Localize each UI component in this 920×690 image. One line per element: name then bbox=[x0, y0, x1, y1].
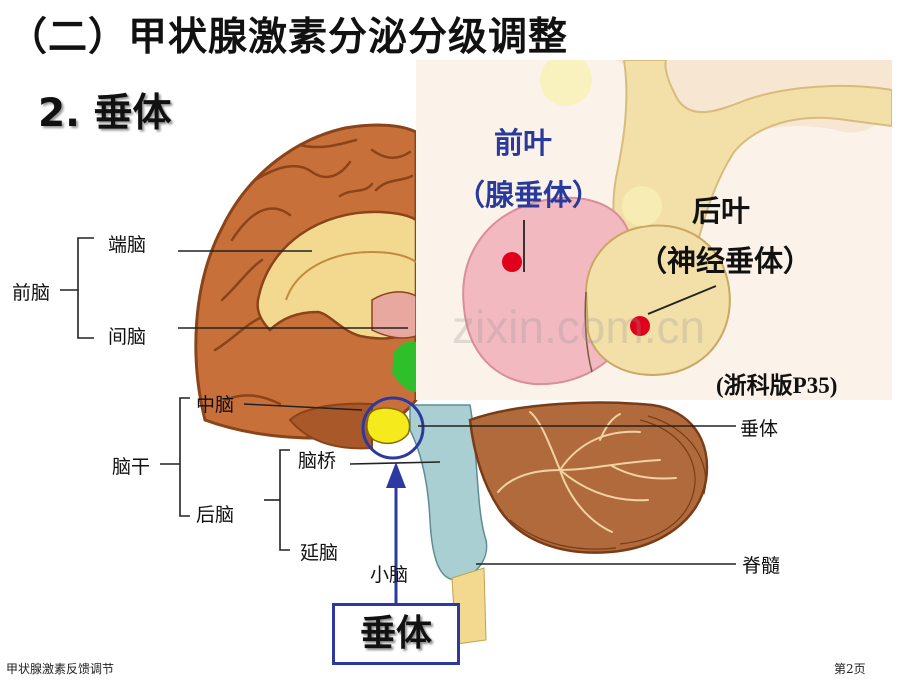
cerebellar-folia bbox=[497, 411, 677, 533]
label-pons: 脑桥 bbox=[298, 450, 337, 472]
label-hindbrain: 后脑 bbox=[196, 504, 235, 526]
anterior-lobe-label: 前叶 bbox=[494, 126, 553, 160]
brainstem-bracket bbox=[160, 397, 190, 517]
leader-lines bbox=[178, 250, 736, 565]
slide-subtitle: 2. 垂体 bbox=[38, 91, 172, 136]
pituitary-callout-box: 垂体 bbox=[332, 603, 460, 665]
hindbrain-bracket bbox=[264, 449, 290, 551]
label-telencephalon: 端脑 bbox=[108, 234, 147, 256]
posterior-lobe bbox=[584, 224, 731, 376]
pituitary-callout-circle bbox=[361, 396, 425, 460]
label-medulla: 延脑 bbox=[300, 542, 339, 564]
label-diencephalon: 间脑 bbox=[108, 326, 147, 348]
pituitary-gland bbox=[366, 407, 411, 445]
pituitary-inset-drawing bbox=[462, 60, 892, 386]
label-forebrain: 前脑 bbox=[12, 282, 51, 304]
label-midbrain: 中脑 bbox=[196, 394, 235, 416]
footer-page-number: 第2页 bbox=[834, 662, 866, 676]
label-pituitary: 垂体 bbox=[740, 418, 779, 440]
label-brainstem: 脑干 bbox=[112, 456, 151, 478]
forebrain-bracket bbox=[60, 237, 94, 339]
posterior-marker bbox=[630, 316, 650, 336]
anterior-marker bbox=[502, 252, 522, 272]
source-note: (浙科版P35) bbox=[716, 373, 838, 398]
posterior-lobe-sublabel: （神经垂体） bbox=[638, 244, 813, 278]
anterior-lobe-sublabel: （腺垂体） bbox=[456, 178, 602, 212]
cerebellar-rings bbox=[509, 415, 707, 550]
label-spinal-cord: 脊髓 bbox=[742, 555, 781, 577]
hypothalamus bbox=[392, 341, 416, 392]
label-cerebellum: 小脑 bbox=[370, 564, 409, 586]
cerebellum bbox=[468, 401, 709, 554]
slide-title: （二）甲状腺激素分泌分级调整 bbox=[8, 15, 569, 60]
footer-left: 甲状腺激素反馈调节 bbox=[6, 662, 115, 676]
watermark: zixin.com.cn bbox=[452, 301, 706, 353]
thalamus bbox=[371, 291, 417, 339]
pituitary-stalk bbox=[612, 60, 892, 257]
pituitary-inset: 前叶 （腺垂体） 后叶 （神经垂体） bbox=[416, 60, 892, 400]
cerebral-gyri bbox=[213, 138, 414, 406]
posterior-lobe-label: 后叶 bbox=[692, 194, 751, 228]
callout-arrow-head bbox=[386, 462, 406, 488]
